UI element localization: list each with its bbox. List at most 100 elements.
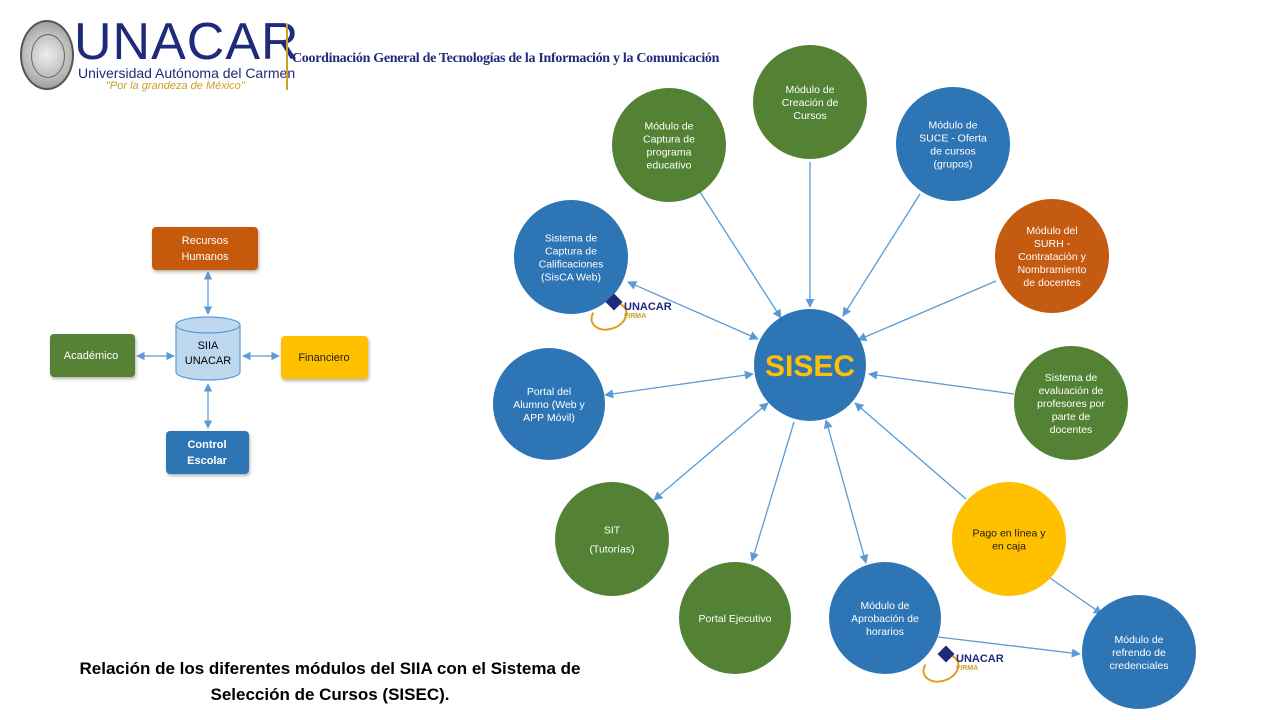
recursos-humanos-line1: Recursos (182, 235, 229, 247)
module-aprobacion-horarios-label: horarios (866, 626, 904, 638)
caption-line1: Relación de los diferentes módulos del S… (79, 659, 581, 678)
module-creacion-cursos-label: Cursos (793, 110, 826, 122)
sisec-hub-circle (754, 309, 866, 421)
firma-badge-subtitle: FIRMA (624, 313, 647, 320)
module-evaluacion-label: parte de (1052, 411, 1091, 423)
siia-unacar-database: SIIA UNACAR (175, 316, 241, 381)
module-evaluacion-label: profesores por (1037, 398, 1105, 410)
module-sisca-label: (SisCA Web) (541, 272, 601, 284)
module-sit: SIT (Tutorías) (555, 482, 669, 596)
recursos-humanos-line2: Humanos (181, 251, 229, 263)
module-aprobacion-horarios-label: Módulo de (860, 600, 909, 612)
logo-subtitle: Universidad Autónoma del Carmen (78, 65, 296, 81)
module-sit-label: (Tutorías) (589, 544, 634, 556)
module-pago: Pago en línea yen caja (952, 482, 1066, 596)
sisec-arrows (604, 162, 1103, 658)
academico-box: Académico (50, 334, 135, 377)
control-escolar-line2: Escolar (187, 455, 227, 467)
module-suce-circle (896, 87, 1010, 201)
module-creacion-cursos-label: Creación de (782, 97, 839, 109)
module-surh-label: SURH - (1034, 238, 1071, 250)
firma-badge-title: UNACAR (956, 653, 1004, 665)
logo-divider (286, 24, 288, 90)
module-evaluacion-label: evaluación de (1039, 385, 1104, 397)
academico-label: Académico (64, 350, 118, 362)
module-pago-label: en caja (992, 541, 1026, 553)
module-portal-alumno-label: Alumno (Web y (513, 399, 585, 411)
module-captura-programa-circle (612, 88, 726, 202)
unacar-logo: UNACAR Universidad Autónoma del Carmen "… (20, 13, 299, 94)
financiero-box: Financiero (281, 336, 368, 379)
module-sisca-label: Calificaciones (539, 259, 604, 271)
module-sit-label: SIT (604, 525, 621, 537)
arrow-captura-programa (699, 191, 782, 319)
arrow-sisca (627, 281, 759, 340)
sisec-hub-label: SISEC (765, 350, 855, 383)
logo-title: UNACAR (74, 13, 300, 71)
arrow-aprobacion-horarios (823, 419, 869, 564)
unacar-firma-badge: UNACAR FIRMA (916, 645, 1016, 688)
module-portal-alumno-circle (493, 348, 605, 460)
module-aprobacion-horarios-circle (829, 562, 941, 674)
module-portal-alumno-label: APP Móvil) (523, 412, 575, 424)
module-creacion-cursos-label: Módulo de (785, 84, 834, 96)
unacar-firma-badge: UNACAR FIRMA (584, 293, 684, 336)
slide-caption: Relación de los diferentes módulos del S… (40, 656, 620, 708)
siia-label-line1: SIIA (198, 340, 219, 352)
module-captura-programa-label: Captura de (643, 134, 695, 146)
financiero-label: Financiero (298, 352, 349, 364)
university-seal-icon (20, 20, 74, 90)
module-refrendo-label: Módulo de (1114, 634, 1163, 646)
module-refrendo-circle (1082, 595, 1196, 709)
module-portal-alumno-label: Portal del (527, 386, 571, 398)
module-surh-label: Nombramiento (1018, 264, 1087, 276)
module-portal-ejecutivo-circle (679, 562, 791, 674)
module-creacion-cursos-circle (753, 45, 867, 159)
firma-badge-subtitle: FIRMA (956, 665, 979, 672)
coordination-title: Coordinación General de Tecnologías de l… (292, 51, 720, 66)
module-surh-label: Contratación y (1018, 251, 1086, 263)
module-evaluacion-circle (1014, 346, 1128, 460)
arrow-suce (842, 193, 921, 317)
module-pago-circle (952, 482, 1066, 596)
module-suce-label: (grupos) (933, 159, 972, 171)
database-cylinder-icon (175, 325, 241, 381)
module-captura-programa-label: Módulo de (644, 121, 693, 133)
sisec-hub: SISEC (754, 309, 866, 421)
module-evaluacion-label: Sistema de (1045, 372, 1098, 384)
control-escolar-box: Control Escolar (166, 431, 249, 474)
database-cylinder-top (175, 316, 241, 334)
module-suce-label: de cursos (930, 146, 976, 158)
module-portal-ejecutivo: Portal Ejecutivo (679, 562, 791, 674)
module-suce-label: Módulo de (928, 120, 977, 132)
module-suce-label: SUCE - Oferta (919, 133, 987, 145)
logo-motto: "Por la grandeza de México" (106, 80, 245, 92)
arrow-aprobacion-refrendo (937, 636, 1081, 658)
arrow-pago-refrendo (1049, 577, 1103, 615)
arrow-surh (857, 280, 997, 341)
module-surh-label: Módulo del (1026, 225, 1077, 237)
arrow-sit (653, 402, 769, 501)
arrow-portal-alumno (604, 370, 754, 399)
module-sisca-label: Sistema de (545, 233, 598, 245)
arrow-evaluacion (868, 370, 1015, 395)
module-sisca-circle (514, 200, 628, 314)
module-portal-ejecutivo-label: Portal Ejecutivo (699, 613, 772, 625)
module-sisca-label: Captura de (545, 246, 597, 258)
module-sit-circle (555, 482, 669, 596)
module-pago-label: Pago en línea y (973, 528, 1047, 540)
arrow-pago (854, 402, 967, 500)
module-aprobacion-horarios-label: Aprobación de (851, 613, 919, 625)
siia-diagram: SIIA UNACAR Recursos Humanos Académico F… (50, 227, 368, 474)
